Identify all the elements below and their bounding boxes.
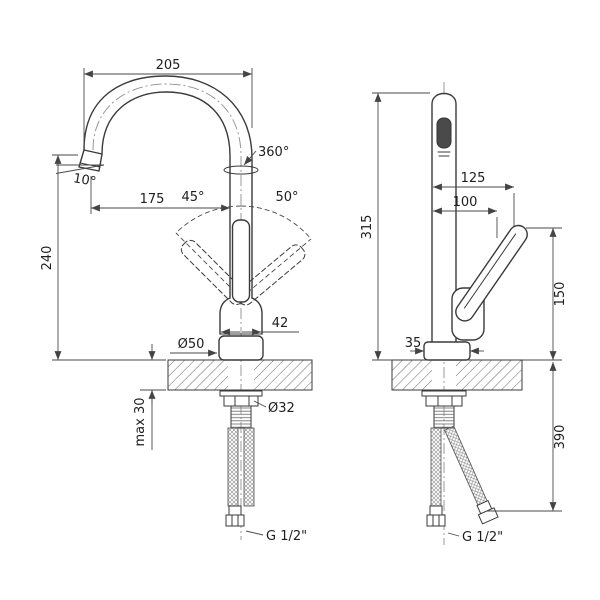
body-column [431, 92, 457, 343]
swivel-angle-label: 360° [258, 145, 289, 160]
angle-right-label: 50° [275, 190, 298, 205]
handle-swing-fan [175, 205, 312, 306]
mounting-hardware [219, 390, 263, 527]
dim-top-width-label: 205 [156, 58, 181, 73]
left-dimensions: 205 360° 10° 175 45° 50° 240 Ø50 [40, 58, 307, 544]
countertop-section [167, 359, 313, 391]
dim-body-width-label: 42 [272, 316, 289, 331]
hose-right [243, 427, 255, 507]
dim-lever-height-label: 150 [553, 282, 568, 307]
dim-hole-label: Ø32 [268, 401, 295, 416]
right-view: 315 125 100 150 390 35 G 1/2" [360, 82, 568, 545]
dim-reach-label: 175 [140, 192, 165, 207]
dim-deck-label: max 30 [133, 398, 148, 447]
mounting-hardware-right [421, 390, 499, 527]
countertop-section-right [391, 359, 523, 391]
spout-outlet [436, 117, 452, 157]
spout-tip [78, 149, 103, 172]
left-view: 205 360° 10° 175 45° 50° 240 Ø50 [40, 58, 313, 544]
hose-straight [430, 427, 442, 507]
hose-angled [444, 425, 499, 525]
dim-base-dia-label: Ø50 [178, 337, 205, 352]
hose-left [227, 427, 239, 507]
dim-height-label: 240 [40, 246, 55, 271]
left-centerline [92, 83, 242, 540]
handle-lever [231, 219, 251, 303]
dim-handle-label: 100 [453, 195, 478, 210]
threaded-shank [230, 405, 252, 429]
thread-label-right: G 1/2" [462, 530, 503, 545]
dim-base-label: 35 [405, 336, 422, 351]
threaded-shank-right [433, 405, 455, 429]
angle-left-label: 45° [181, 190, 204, 205]
base-flange-side [423, 341, 471, 361]
thread-label-left: G 1/2" [266, 529, 307, 544]
right-dimensions: 315 125 100 150 390 35 G 1/2" [360, 92, 568, 545]
base-flange [218, 335, 264, 361]
handle-lever-side [455, 224, 528, 322]
swivel-ring [223, 165, 259, 175]
dim-hose-label: 390 [553, 425, 568, 450]
dim-depth-label: 125 [461, 171, 486, 186]
spout-angle-label: 10° [72, 171, 97, 190]
dim-height-right-label: 315 [360, 215, 375, 240]
